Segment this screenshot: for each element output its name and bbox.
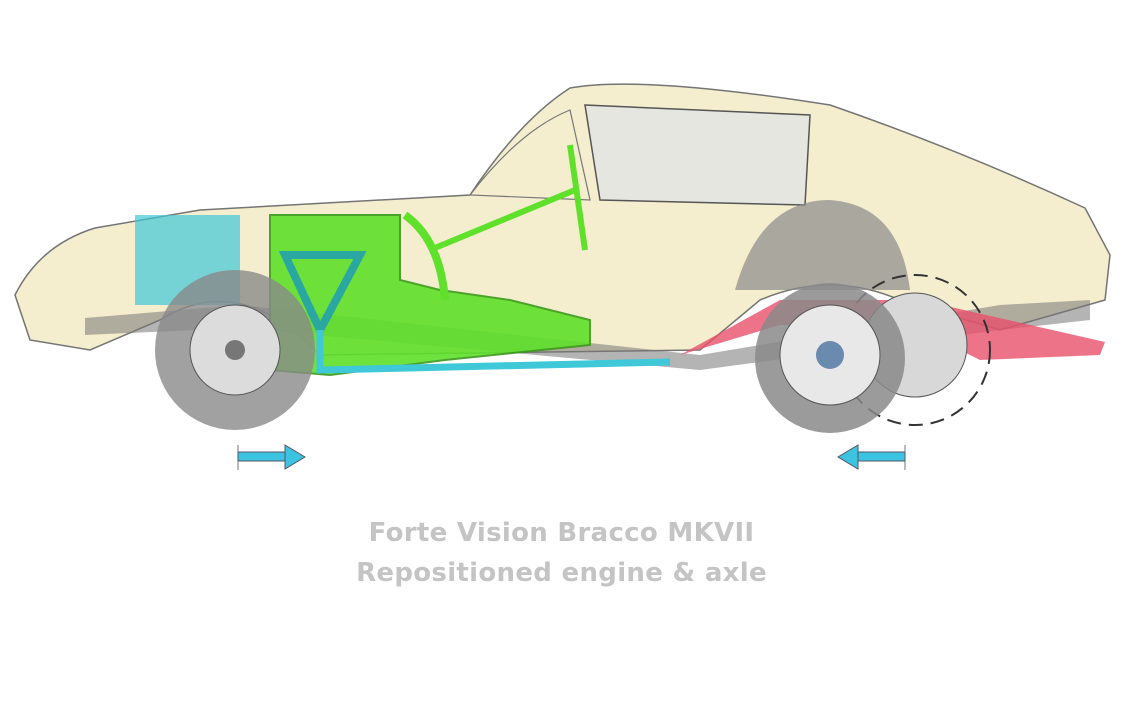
caption-subtitle: Repositioned engine & axle [356, 558, 767, 588]
caption-title: Forte Vision Bracco MKVII [368, 518, 755, 548]
rear-wheel-repositioned [755, 283, 905, 433]
side-window [584, 104, 811, 206]
rear-axle-arrow-icon [837, 444, 906, 470]
windscreen [468, 109, 591, 201]
intake-manifold [278, 251, 367, 339]
front-axle-arrow-icon [237, 444, 306, 470]
rear-wheel-arch [735, 200, 910, 290]
steering-column [428, 144, 588, 253]
exhaust-pipe [316, 330, 671, 374]
front-wheel [155, 270, 315, 430]
gear-lever [402, 211, 449, 301]
